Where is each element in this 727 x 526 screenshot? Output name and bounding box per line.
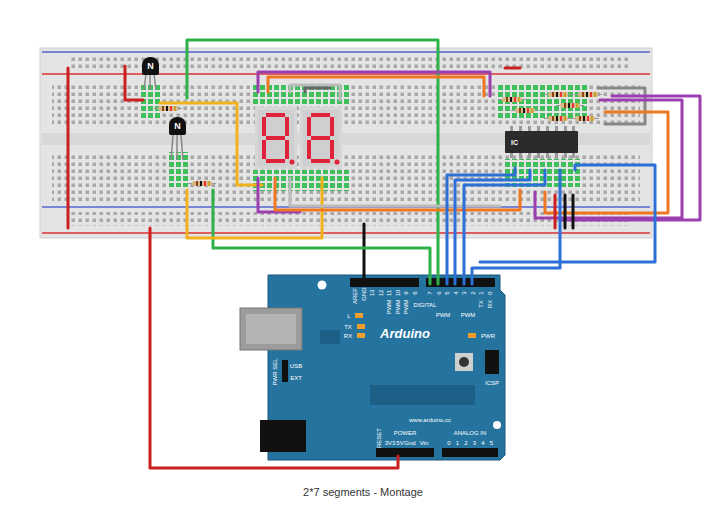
board-text: 7: [427, 291, 433, 294]
board-text: 5: [444, 291, 450, 294]
board-text: 0: [447, 440, 450, 446]
board-text: 9: [403, 291, 409, 294]
board-text: 5: [490, 440, 493, 446]
board-text: PWR SEL: [272, 358, 278, 385]
board-text: ANALOG IN: [454, 430, 487, 436]
board-text: 11: [386, 290, 392, 296]
board-text: 2: [470, 291, 476, 294]
board-text: 3: [461, 291, 467, 294]
board-text: 6: [436, 291, 442, 294]
board-text: 3V3: [385, 440, 396, 446]
board-text: RESET: [376, 428, 382, 448]
board-text: PWM: [436, 312, 451, 318]
board-text: 3: [473, 440, 476, 446]
board-text: DIGITAL: [414, 302, 437, 308]
board-text: TX: [478, 300, 484, 308]
board-text: PWR: [481, 333, 495, 339]
board-text: Gnd: [404, 440, 415, 446]
part-label: IC: [511, 139, 518, 146]
board-text: 4: [481, 440, 484, 446]
board-text: 10: [395, 290, 401, 297]
board-text: RX: [487, 300, 493, 308]
board-text: 13: [369, 290, 375, 297]
board-text: TX: [344, 324, 352, 330]
board-text: 2: [464, 440, 467, 446]
board-text: USB: [290, 363, 302, 369]
board-text: ICSP: [485, 380, 499, 386]
board-text: 4: [453, 291, 459, 294]
board-text: PWM: [386, 300, 392, 315]
board-logo: Arduino: [380, 327, 430, 340]
board-text: RX: [344, 333, 352, 339]
board-text: AREF: [352, 288, 358, 304]
board-text: PWM: [403, 300, 409, 315]
part-label: N: [174, 122, 181, 131]
board-text: www.arduino.cc: [409, 417, 451, 423]
board-text: 1: [456, 440, 459, 446]
caption: 2*7 segments - Montage: [303, 487, 423, 498]
board-text: L: [347, 313, 350, 319]
board-text: GND: [361, 287, 367, 300]
part-label: N: [147, 62, 154, 71]
board-text: 0: [487, 291, 493, 294]
board-text: 5V: [396, 440, 403, 446]
board-text: 12: [378, 290, 384, 297]
transistor-symbol: N: [169, 117, 186, 135]
ic-chip: IC: [505, 131, 578, 153]
board-text: PWM: [395, 300, 401, 315]
board-text: POWER: [394, 430, 417, 436]
board-text: EXT: [290, 375, 302, 381]
transistor-symbol: N: [142, 57, 159, 75]
board-text: 8: [412, 291, 418, 294]
board-text: Vin: [420, 440, 429, 446]
board-text: PWM: [461, 312, 476, 318]
board-text: 1: [478, 291, 484, 294]
